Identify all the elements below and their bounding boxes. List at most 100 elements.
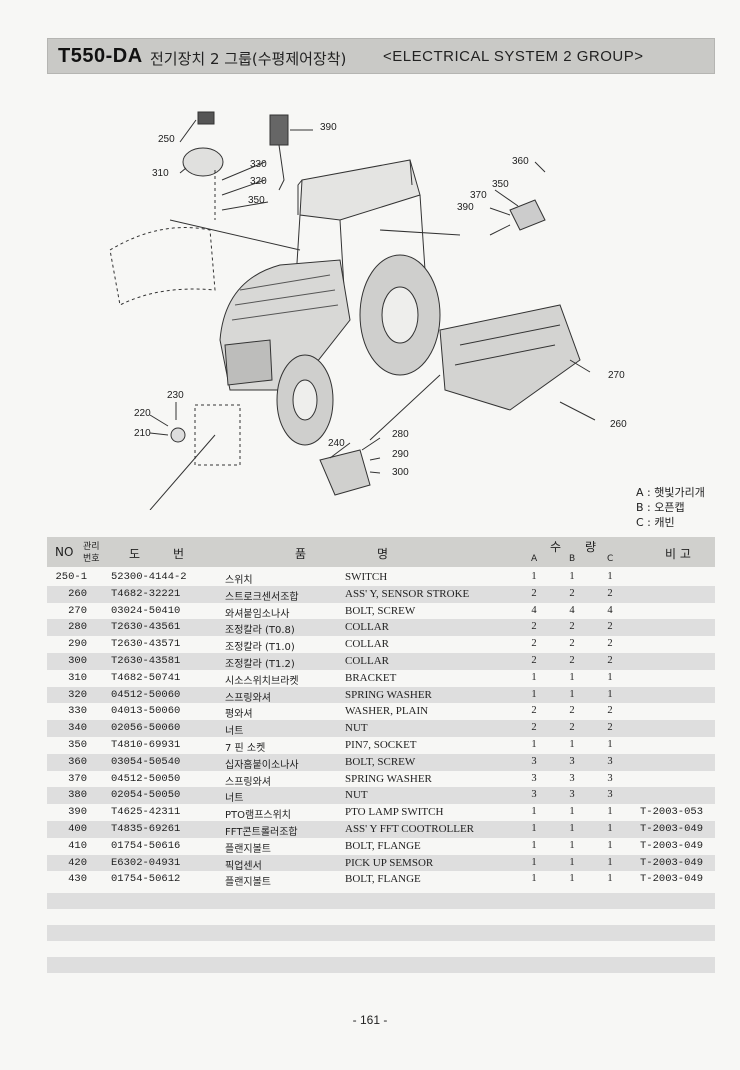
table-row: 350 T4810-69931 7 핀 소켓 PIN7, SOCKET 1 1 … [47, 737, 715, 754]
cell-name-en: SPRING WASHER [345, 772, 432, 785]
cell-no: 250-1 [55, 571, 87, 583]
header-drawing2: 번 [173, 547, 185, 561]
tractor-exploded-diagram: 250 310 330 320 350 390 360 350 370 390 … [109, 111, 627, 510]
cell-name-ko: 스프링와셔 [225, 776, 271, 788]
cell-name-ko: 스프링와셔 [225, 692, 271, 704]
callout-310: 310 [152, 168, 169, 179]
cell-no: 380 [68, 789, 87, 802]
header-drawing: 도 [129, 547, 141, 561]
header-name: 품 [295, 547, 307, 561]
header-remarks: 비 고 [665, 547, 691, 561]
cell-name-en: PTO LAMP SWITCH [345, 806, 444, 819]
header-a: A [531, 554, 538, 564]
cell-remarks: T-2003-049 [640, 856, 704, 869]
table-row: 410 01754-50616 플랜지볼트 BOLT, FLANGE 1 1 1… [47, 838, 715, 855]
table-row: 400 T4835-69261 FFT콘트롤러조합 ASS' Y FFT COO… [47, 820, 715, 838]
cell-qty-b: 2 [569, 587, 575, 599]
cell-part: T2630-43561 [111, 621, 181, 634]
cell-qty-a: 1 [531, 738, 537, 750]
cell-name-en: BOLT, FLANGE [345, 873, 421, 886]
callout-350a: 350 [248, 195, 265, 206]
callout-280: 280 [392, 429, 409, 440]
cell-qty-c: 3 [607, 755, 613, 767]
cell-qty-c: 1 [607, 671, 613, 683]
model-name: T550-DA [58, 45, 143, 67]
cell-qty-b: 2 [569, 722, 575, 734]
cell-part: 04512-50050 [111, 772, 181, 785]
cell-qty-b: 1 [569, 688, 575, 700]
cell-qty-c: 2 [607, 705, 613, 717]
callout-210: 210 [134, 428, 151, 439]
cell-part: T4835-69261 [111, 822, 181, 835]
cell-part: 03024-50410 [111, 604, 181, 617]
cell-qty-c: 1 [607, 839, 613, 851]
cell-qty-b: 1 [569, 571, 575, 582]
table-row: 270 03024-50410 와셔붙임소나사 BOLT, SCREW 4 4 … [47, 603, 715, 620]
title-korean: 전기장치 2 그룹(수평제어장착) [150, 50, 347, 68]
cell-qty-c: 1 [607, 822, 613, 834]
callout-370: 370 [470, 190, 487, 201]
cell-part: 04013-50060 [111, 705, 181, 718]
cell-no: 300 [68, 654, 87, 667]
cell-qty-b: 4 [569, 604, 575, 616]
cell-qty-b: 1 [569, 873, 575, 885]
cell-remarks: T-2003-049 [640, 822, 704, 835]
cell-no: 360 [68, 755, 87, 768]
cell-qty-b: 2 [569, 621, 575, 633]
cell-name-en: NUT [345, 722, 368, 735]
cell-qty-c: 3 [607, 772, 613, 784]
header-c: C [607, 554, 614, 564]
cell-qty-b: 1 [569, 806, 575, 818]
cell-name-ko: 조정칼라 (T0.8) [225, 625, 295, 637]
cell-no: 270 [68, 604, 87, 617]
cell-qty-a: 3 [531, 755, 537, 767]
cell-qty-c: 1 [607, 688, 613, 700]
table-row: 390 T4625-42311 PTO램프스위치 PTO LAMP SWITCH… [47, 804, 715, 821]
cell-qty-a: 2 [531, 722, 537, 734]
cell-name-en: ASS' Y, SENSOR STROKE [345, 587, 470, 600]
cell-qty-c: 1 [607, 856, 613, 868]
legend: A : 햇빛가리개 B : 오픈캡 C : 캐빈 [636, 485, 705, 530]
cell-name-en: ASS' Y FFT COOTROLLER [345, 822, 475, 835]
cell-remarks: T-2003-049 [640, 873, 704, 886]
header-mgmt2: 번호 [83, 554, 100, 564]
cell-part: T2630-43581 [111, 654, 181, 667]
cell-qty-c: 1 [607, 806, 613, 818]
cell-name-en: COLLAR [345, 654, 389, 667]
header-b: B [569, 554, 576, 564]
cell-qty-c: 2 [607, 621, 613, 633]
cell-no: 260 [68, 587, 87, 600]
header-name2: 명 [377, 547, 389, 561]
header-qty: 수 [550, 540, 562, 554]
cell-part: T4682-32221 [111, 587, 181, 600]
cell-qty-c: 2 [607, 722, 613, 734]
cell-no: 390 [68, 806, 87, 819]
empty-row-band [47, 957, 715, 973]
cell-qty-c: 4 [607, 604, 613, 616]
callout-220: 220 [134, 408, 151, 419]
cell-part: 04512-50060 [111, 688, 181, 701]
table-row: 370 04512-50050 스프링와셔 SPRING WASHER 3 3 … [47, 771, 715, 788]
cell-name-en: PICK UP SEMSOR [345, 856, 434, 869]
table-row: 340 02056-50060 너트 NUT 2 2 2 [47, 720, 715, 737]
cell-no: 430 [68, 873, 87, 886]
callout-270: 270 [608, 370, 625, 381]
cell-qty-a: 1 [531, 571, 537, 582]
callout-360: 360 [512, 156, 529, 167]
cell-name-ko: 조정칼라 (T1.0) [225, 642, 295, 654]
cell-part: 03054-50540 [111, 755, 181, 768]
cell-name-ko: FFT콘트롤러조합 [225, 826, 298, 838]
table-row: 430 01754-50612 플랜지볼트 BOLT, FLANGE 1 1 1… [47, 871, 715, 888]
cell-qty-b: 2 [569, 705, 575, 717]
cell-part: T4682-50741 [111, 671, 181, 684]
callout-390a: 390 [320, 122, 337, 133]
cell-name-ko: 십자홈붙이소나사 [225, 759, 299, 771]
cell-qty-b: 1 [569, 671, 575, 683]
cell-no: 280 [68, 621, 87, 634]
cell-qty-b: 2 [569, 638, 575, 650]
cell-qty-b: 1 [569, 856, 575, 868]
cell-no: 330 [68, 705, 87, 718]
cell-qty-a: 3 [531, 772, 537, 784]
header-qty2: 량 [585, 540, 597, 554]
legend-c: C : 캐빈 [636, 516, 675, 529]
